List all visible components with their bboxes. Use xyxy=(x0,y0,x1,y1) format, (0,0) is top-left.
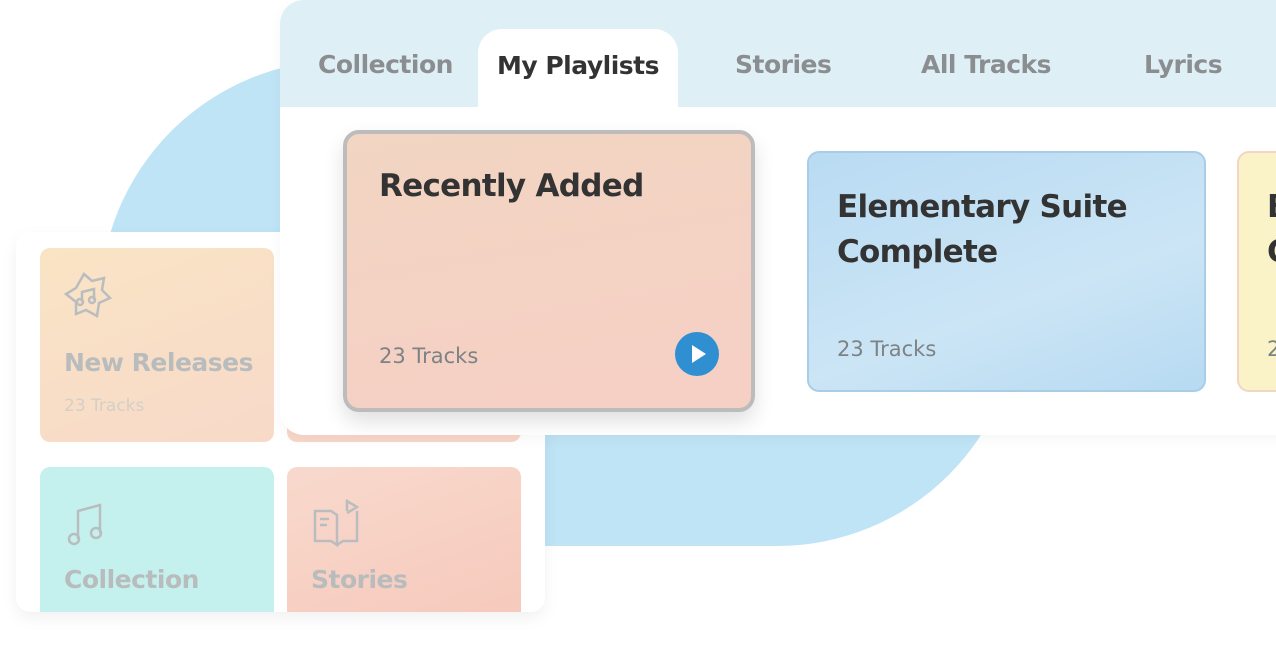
library-card-title: New Releases xyxy=(64,348,254,377)
playlist-title-line1: B xyxy=(1267,185,1276,230)
tab-collection[interactable]: Collection xyxy=(318,50,453,79)
playlists-panel: Collection My Playlists Stories All Trac… xyxy=(280,0,1276,435)
library-card-new-releases[interactable]: New Releases 23 Tracks xyxy=(40,248,274,442)
library-card-tracks: 23 Tracks xyxy=(64,396,145,416)
playlist-tracks: 23 Tracks xyxy=(379,344,479,368)
tab-all-tracks[interactable]: All Tracks xyxy=(921,50,1052,79)
book-play-icon xyxy=(313,499,360,548)
playlist-tracks: 2 xyxy=(1267,337,1276,361)
tab-stories[interactable]: Stories xyxy=(735,50,832,79)
library-card-title: Collection xyxy=(64,565,199,594)
library-card-collection[interactable]: Collection xyxy=(40,467,274,612)
playlist-card-elementary-suite[interactable]: Elementary Suite Complete 23 Tracks xyxy=(807,151,1206,392)
tab-lyrics[interactable]: Lyrics xyxy=(1144,50,1223,79)
playlist-card-partial[interactable]: B C 2 xyxy=(1237,151,1276,392)
badge-music-note-icon xyxy=(64,272,113,318)
tab-my-playlists[interactable]: My Playlists xyxy=(478,29,678,107)
playlist-card-recently-added[interactable]: Recently Added 23 Tracks xyxy=(343,130,755,412)
music-note-icon xyxy=(67,503,103,546)
library-card-title: Stories xyxy=(311,565,408,594)
playlist-title-line2: C xyxy=(1267,230,1276,275)
library-card-stories[interactable]: Stories xyxy=(287,467,521,612)
playlist-tracks: 23 Tracks xyxy=(837,337,937,361)
play-button[interactable] xyxy=(675,332,719,376)
tab-bar: Collection My Playlists Stories All Trac… xyxy=(280,0,1276,107)
playlist-title: Elementary Suite Complete xyxy=(837,189,1128,270)
playlist-title: Recently Added xyxy=(379,168,644,204)
